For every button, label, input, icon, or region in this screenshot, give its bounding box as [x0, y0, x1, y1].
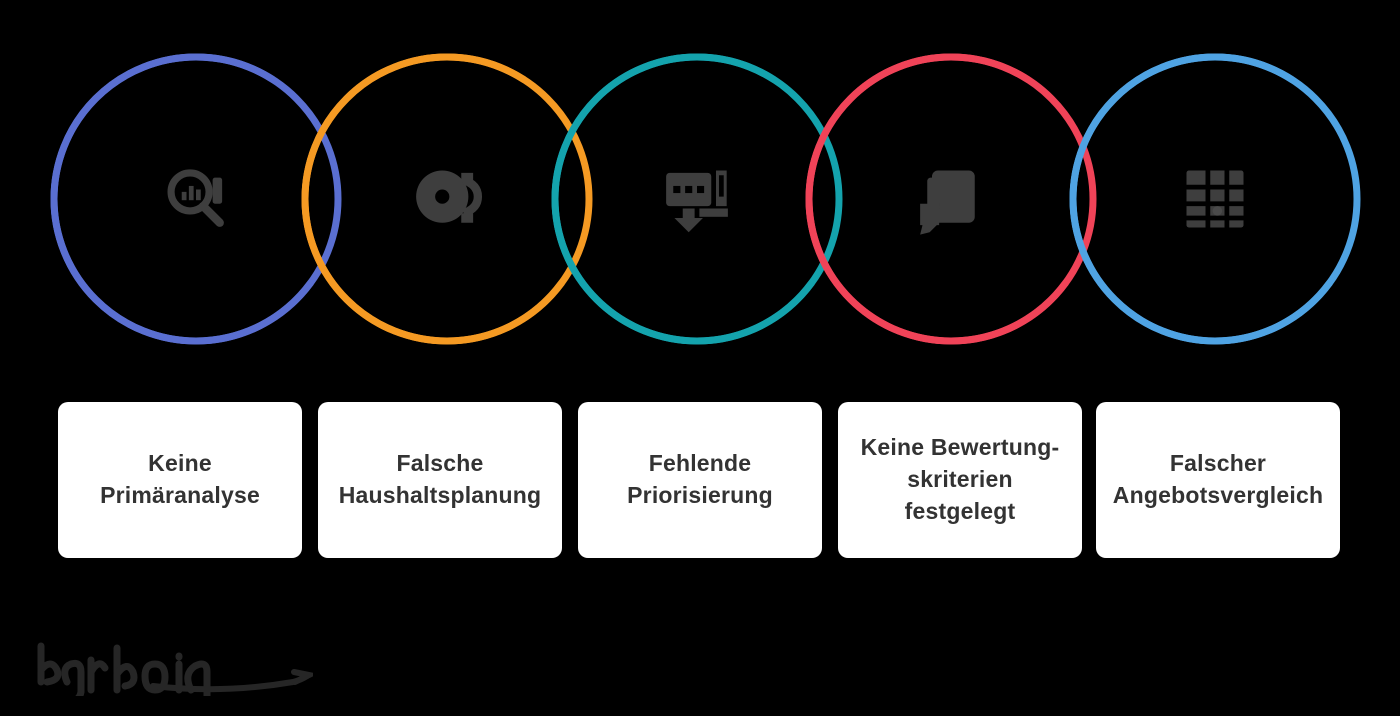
step-card-2: Falsche Haushaltsplanung: [318, 402, 562, 558]
comparison-table-icon: [1177, 161, 1253, 237]
step-card-label-4: Keine Bewertung- skriterien festgelegt: [860, 434, 1060, 524]
step-card-label-3: Fehlende Priorisierung: [627, 450, 773, 508]
step-card-label-2: Falsche Haushaltsplanung: [338, 450, 542, 508]
step-card-4: Keine Bewertung- skriterien festgelegt: [838, 402, 1082, 558]
step-circle-3: [549, 51, 845, 347]
step-circle-2: [299, 51, 595, 347]
step-circle-4: [803, 51, 1099, 347]
step-circle-1: [48, 51, 344, 347]
brand-wordmark-icon: [37, 642, 313, 696]
step-card-3: Fehlende Priorisierung: [578, 402, 822, 558]
step-card-5: Falscher Angebotsvergleich: [1096, 402, 1340, 558]
budget-coin-icon: [409, 161, 485, 237]
priority-list-icon: [659, 161, 735, 237]
criteria-clipboard-icon: [913, 161, 989, 237]
step-card-label-1: Keine Primäranalyse: [100, 450, 260, 508]
step-card-label-5: Falscher Angebotsvergleich: [1112, 450, 1324, 508]
brand-logo: [33, 634, 313, 696]
step-circle-5: [1067, 51, 1363, 347]
step-card-1: Keine Primäranalyse: [58, 402, 302, 558]
analysis-magnifier-icon: [158, 161, 234, 237]
